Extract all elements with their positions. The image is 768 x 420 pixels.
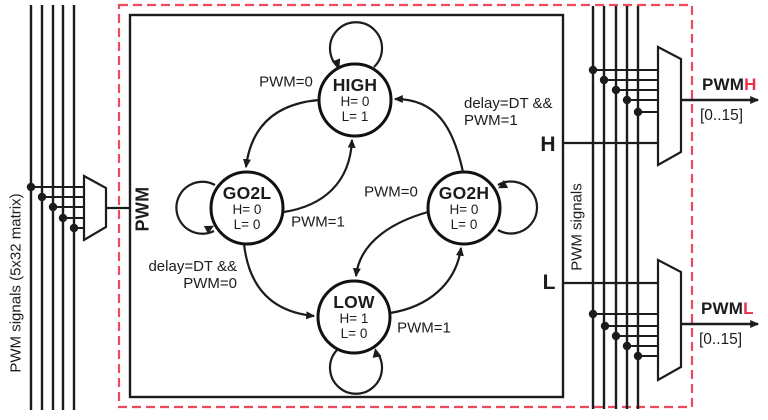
self-loop-go2l xyxy=(175,180,216,235)
self-loop-low xyxy=(328,349,384,395)
input-mux xyxy=(82,174,108,242)
transition-go2l-to-high xyxy=(283,138,356,214)
pwmh-mux xyxy=(656,45,683,167)
pwml-label: PWML xyxy=(701,299,754,319)
pwm-input-label: PWM xyxy=(132,186,153,232)
state-low: LOW H= 1 L= 0 xyxy=(309,293,399,341)
self-loop-high xyxy=(328,21,384,68)
pwmh-range-label: [0..15] xyxy=(700,107,744,124)
label-go2l-to-high: PWM=1 xyxy=(291,213,345,231)
state-go2l-h-output: H= 0 xyxy=(232,202,262,217)
state-high: HIGH H= 0 L= 1 xyxy=(310,76,400,124)
self-loop-go2h xyxy=(497,180,539,235)
pwml-mux-taps xyxy=(588,309,658,361)
transition-low-to-go2h xyxy=(389,246,464,315)
state-high-l-output: L= 1 xyxy=(341,108,369,124)
state-circle-low xyxy=(316,279,392,355)
pwml-mux xyxy=(656,258,683,382)
label-go2l-to-low: delay=DT && PWM=0 xyxy=(137,258,237,292)
input-mux-taps xyxy=(26,182,84,233)
left-bus-lines xyxy=(29,5,76,410)
state-go2l-l-output: L= 0 xyxy=(233,216,261,232)
label-go2h-to-high: delay=DT && PWM=1 xyxy=(464,95,553,129)
state-go2h-h-output: H= 0 xyxy=(449,202,479,217)
label-go2l-to-low-line2: PWM=0 xyxy=(183,275,237,292)
self-loop-arrow-low xyxy=(372,348,382,358)
l-output-label: L xyxy=(542,271,556,294)
state-high-h-output: H= 0 xyxy=(340,94,370,109)
state-go2l: GO2L H= 0 L= 0 xyxy=(202,184,292,232)
state-low-name: LOW xyxy=(333,292,375,312)
h-output-label: H xyxy=(540,133,556,156)
pwmh-label-prefix: PWM xyxy=(702,75,745,94)
state-go2h-name: GO2H xyxy=(438,183,490,203)
label-go2h-to-high-line1: delay=DT && xyxy=(464,95,553,112)
self-loop-arrow-high xyxy=(331,58,341,69)
left-bus-label: PWM signals (5x32 matrix) xyxy=(7,193,25,373)
label-go2l-to-low-line1: delay=DT && xyxy=(148,258,237,275)
transition-go2l-to-low xyxy=(242,243,316,320)
state-go2l-name: GO2L xyxy=(222,183,272,203)
state-high-name: HIGH xyxy=(332,75,378,95)
label-high-to-go2l: PWM=0 xyxy=(259,73,313,91)
right-bus-label: PWM signals xyxy=(568,183,586,271)
dashed-border xyxy=(117,3,694,409)
transitions xyxy=(242,95,465,320)
transition-go2h-to-high xyxy=(393,95,465,173)
self-loop-arrow-go2l xyxy=(203,225,214,234)
right-bus-lines xyxy=(591,6,640,409)
transition-high-to-go2l xyxy=(243,98,320,169)
state-circles xyxy=(209,62,502,355)
state-low-h-output: H= 1 xyxy=(339,311,369,326)
pwml-label-prefix: PWM xyxy=(701,299,744,318)
label-low-to-go2h: PWM=1 xyxy=(397,319,451,337)
pwmh-label-suffix: H xyxy=(744,75,757,94)
state-go2h: GO2H H= 0 L= 0 xyxy=(419,184,509,232)
state-go2h-l-output: L= 0 xyxy=(450,216,478,232)
pwml-label-suffix: L xyxy=(743,299,754,318)
fsm-box xyxy=(128,13,565,399)
pwmh-mux-taps xyxy=(588,65,658,117)
label-go2h-to-low: PWM=0 xyxy=(364,183,418,201)
state-circle-go2l xyxy=(209,170,285,246)
state-low-l-output: L= 0 xyxy=(340,325,368,341)
label-go2h-to-high-line2: PWM=1 xyxy=(464,112,518,129)
self-loop-arrowheads xyxy=(203,58,509,358)
self-loops xyxy=(175,21,539,395)
transition-go2h-to-low xyxy=(352,210,429,278)
pwml-range-label: [0..15] xyxy=(699,331,743,348)
pwmh-label: PWMH xyxy=(702,75,757,95)
self-loop-arrow-go2h xyxy=(498,180,509,189)
state-circle-go2h xyxy=(426,170,502,246)
